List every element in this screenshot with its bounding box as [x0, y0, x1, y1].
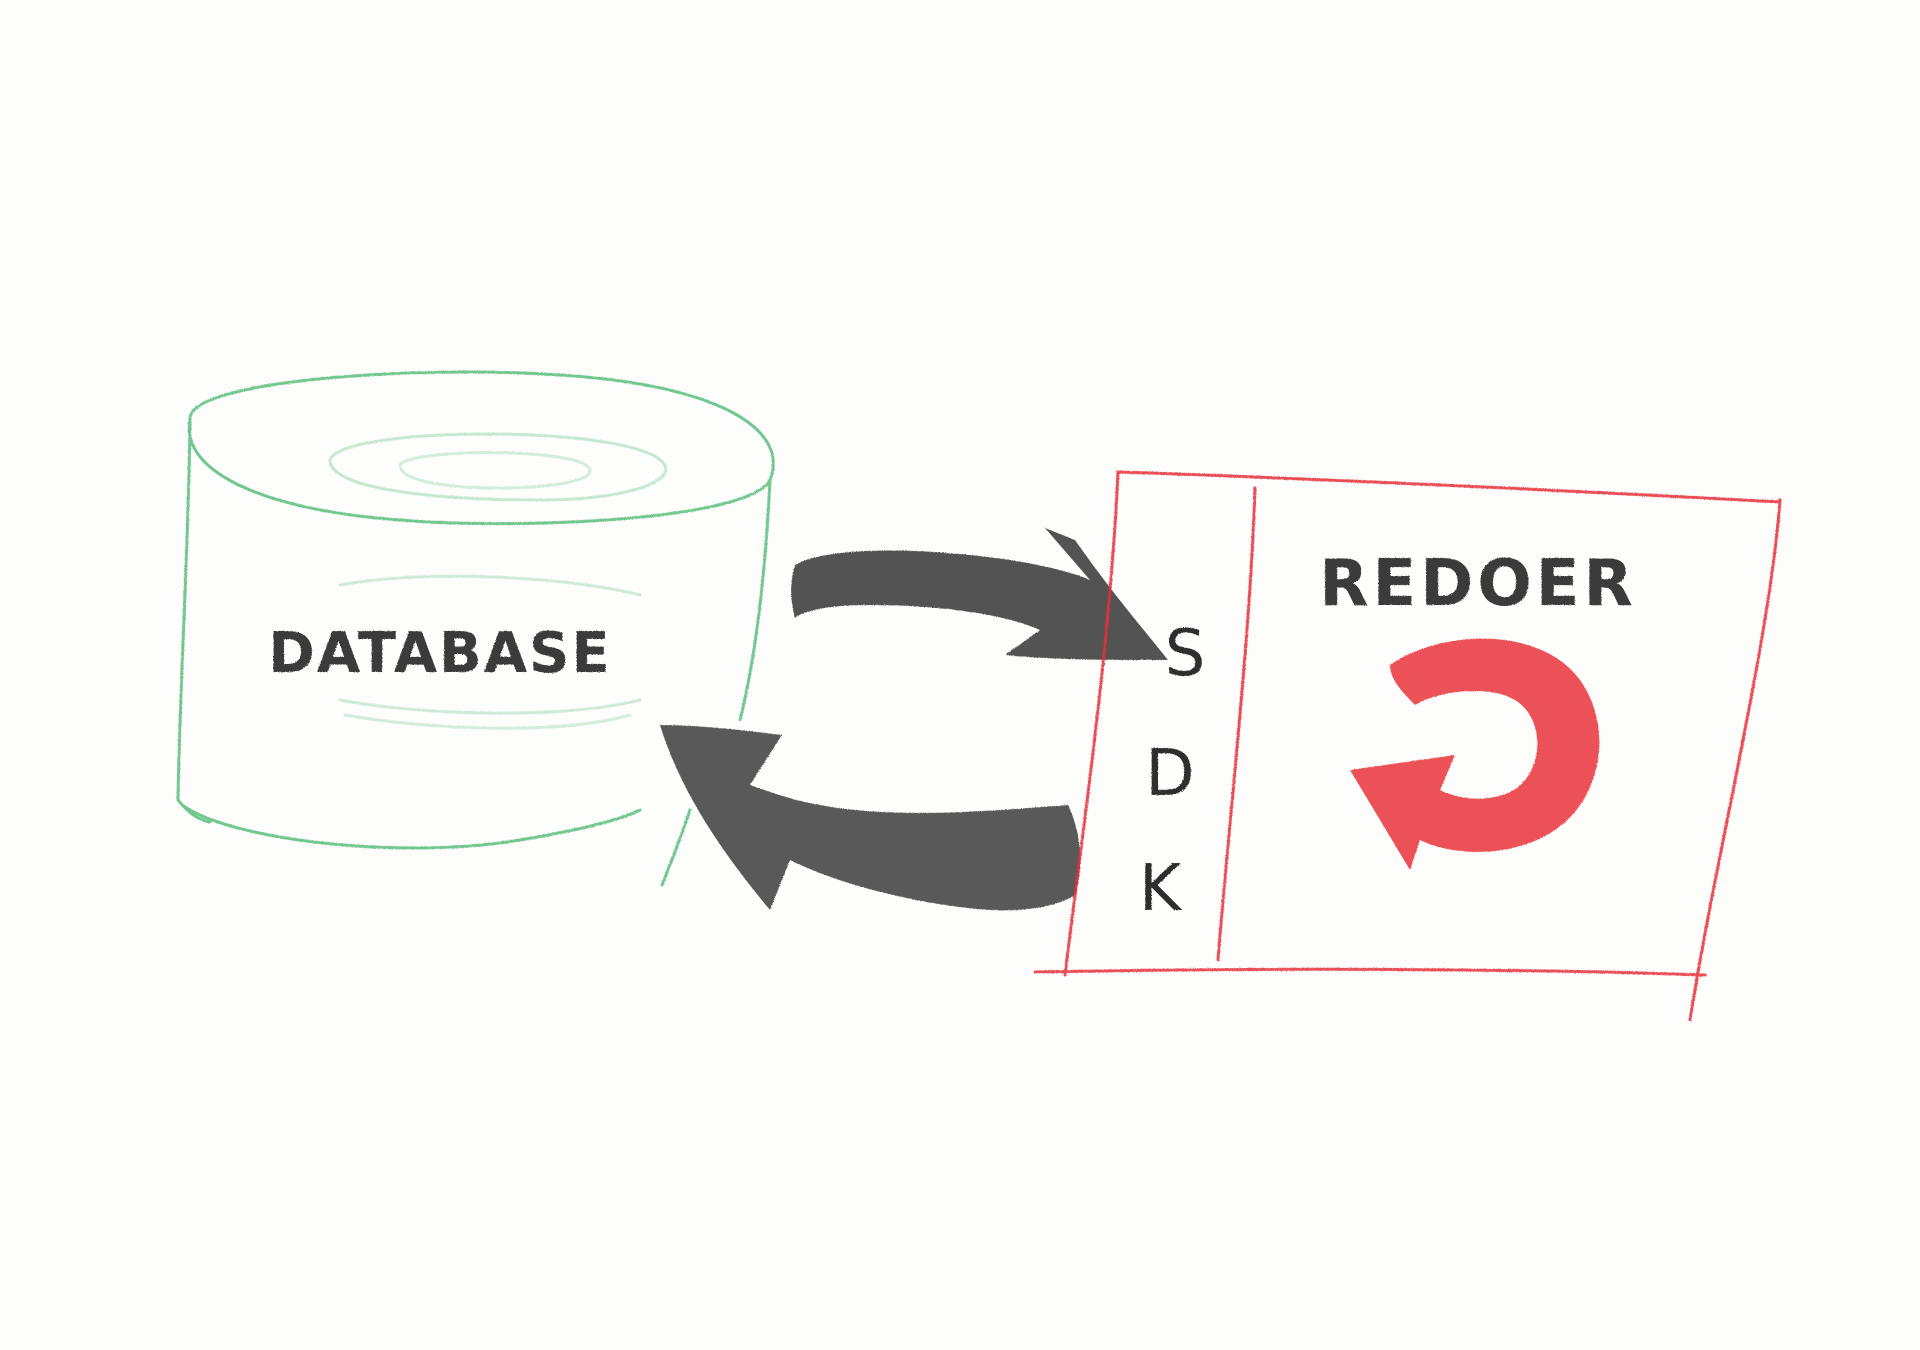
- app-box-top-edge: [1116, 470, 1782, 504]
- database-top-ellipse: [187, 370, 775, 526]
- app-box-left-edge: [1063, 470, 1120, 977]
- sdk-divider: [1216, 486, 1257, 962]
- database-left-side: [176, 423, 212, 824]
- database-band: [338, 698, 642, 715]
- app-box: [1033, 470, 1782, 1022]
- app-label: REDOER: [1319, 547, 1637, 621]
- database-inner-ring: [398, 451, 592, 490]
- sdk-letter-d: D: [1145, 737, 1194, 811]
- database-inner-ring: [328, 432, 668, 502]
- database-band: [338, 574, 642, 597]
- circular-arrow-icon: [1350, 638, 1600, 870]
- arrow-left: [660, 725, 1081, 911]
- sdk-label: S D K: [1139, 617, 1205, 926]
- arrow-right: [791, 528, 1168, 660]
- database-cylinder: [176, 370, 775, 887]
- database-tail-stroke: [660, 808, 692, 887]
- app-box-bottom-edge: [1033, 967, 1707, 977]
- database-right-side: [738, 478, 772, 722]
- database-bottom-curve: [180, 803, 642, 850]
- app-box-right-edge: [1688, 498, 1782, 1022]
- sdk-letter-k: K: [1139, 852, 1183, 926]
- database-band: [343, 713, 632, 730]
- sdk-letter-s: S: [1165, 617, 1206, 691]
- database-label: DATABASE: [268, 621, 611, 686]
